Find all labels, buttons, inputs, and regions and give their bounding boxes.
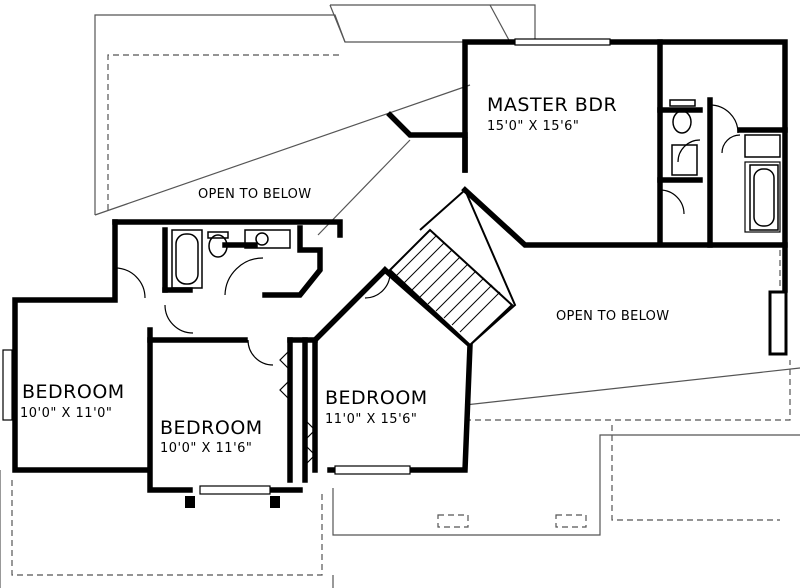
labels: MASTER BDR 15'0" X 15'6" BEDROOM 10'0" X… [20, 94, 669, 456]
bedroom-right-label: BEDROOM [325, 387, 428, 409]
bedroom-left-label: BEDROOM [22, 381, 125, 403]
master-bedroom-size: 15'0" X 15'6" [487, 119, 579, 134]
roof-outline [0, 4, 800, 588]
door-swings [114, 104, 741, 366]
master-bedroom-label: MASTER BDR [487, 94, 617, 116]
open-to-below-right-label: OPEN TO BELOW [556, 309, 669, 324]
open-to-below-upper-label: OPEN TO BELOW [198, 187, 311, 202]
walls [12, 39, 788, 493]
bath-fixtures [171, 99, 781, 289]
bedroom-middle-size: 10'0" X 11'6" [160, 441, 252, 456]
staircase [388, 228, 514, 347]
closet-doors [279, 349, 316, 466]
bedroom-middle-label: BEDROOM [160, 417, 263, 439]
bedroom-left-size: 10'0" X 11'0" [20, 406, 112, 421]
eave-lines [11, 54, 791, 576]
bedroom-right-size: 11'0" X 15'6" [325, 412, 417, 427]
